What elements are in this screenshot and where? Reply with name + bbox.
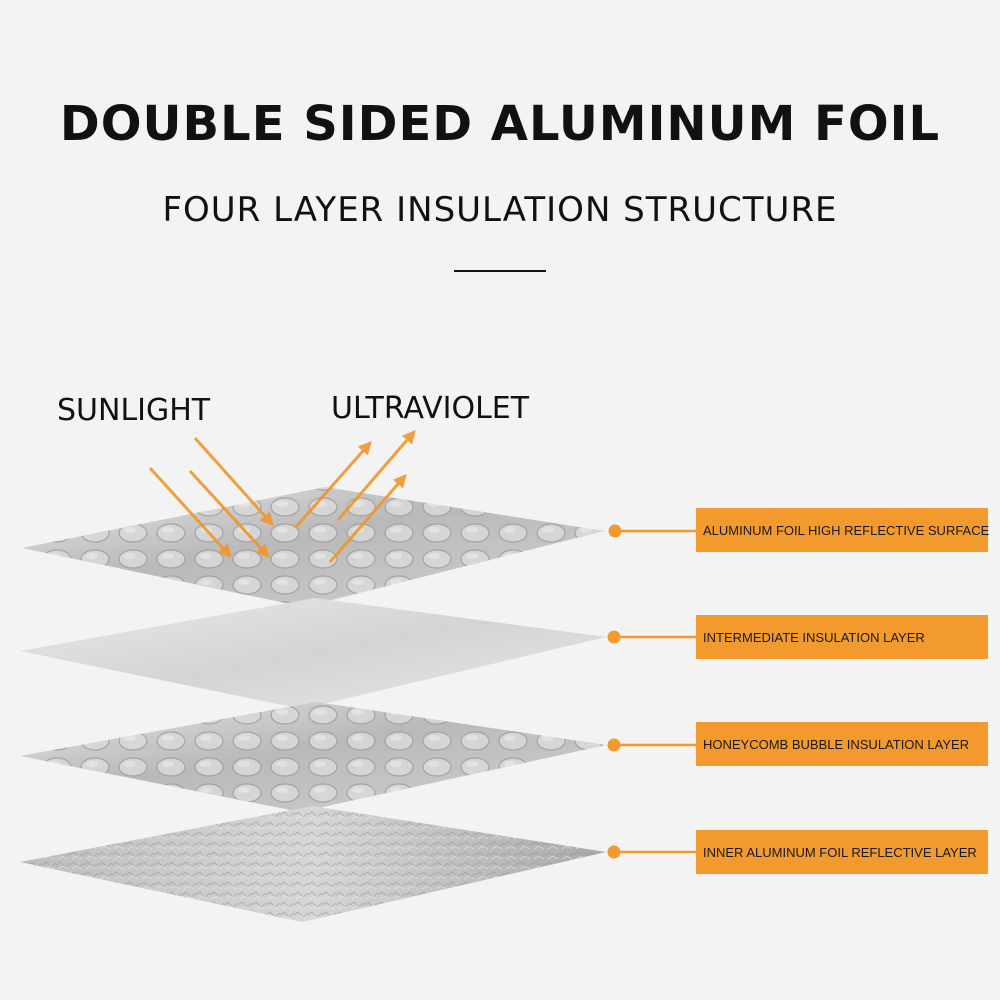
sunlight-arrows: [148, 436, 274, 558]
leader-3: [607, 738, 696, 752]
ultraviolet-arrows: [293, 429, 416, 563]
leader-4: [607, 845, 696, 859]
title-divider: [454, 270, 546, 272]
page-title: DOUBLE SIDED ALUMINUM FOIL: [59, 96, 941, 152]
leader-1: [608, 524, 696, 538]
layer-1-label: ALUMINUM FOIL HIGH REFLECTIVE SURFACE: [696, 508, 989, 552]
layer-4-label: INNER ALUMINUM FOIL REFLECTIVE LAYER: [696, 830, 988, 874]
layer-2-label: INTERMEDIATE INSULATION LAYER: [696, 615, 988, 659]
layer-2-sheet: [20, 598, 606, 709]
layer-3-sheet: [20, 702, 606, 812]
layer-4-sheet: [20, 806, 606, 922]
layer-3-label: HONEYCOMB BUBBLE INSULATION LAYER: [696, 722, 988, 766]
leader-2: [607, 630, 696, 644]
page-subtitle: FOUR LAYER INSULATION STRUCTURE: [162, 190, 838, 230]
layer-1-sheet: [22, 487, 604, 607]
sunlight-label: SUNLIGHT: [57, 393, 211, 428]
ultraviolet-label: ULTRAVIOLET: [331, 391, 530, 426]
